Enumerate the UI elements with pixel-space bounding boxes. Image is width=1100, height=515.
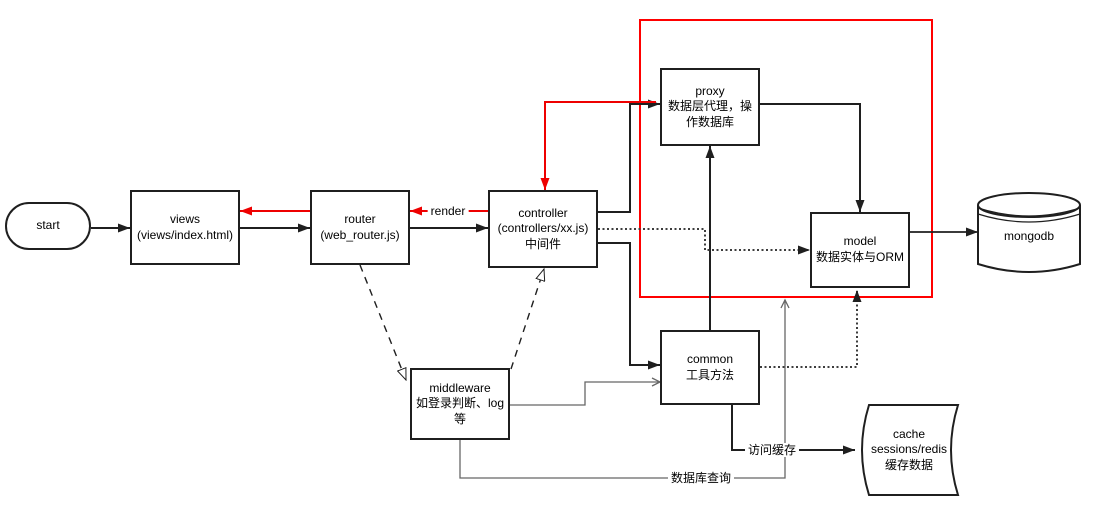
data-layer-highlight-box: [639, 19, 933, 298]
edge-label-render: render: [427, 204, 469, 218]
edge-label-db-query: 数据库查询: [667, 471, 735, 485]
edge-controller-to-common: [598, 242, 660, 370]
node-cache-label: cache sessions/redis 缓存数据: [870, 426, 948, 472]
node-mongodb-label: mongodb: [1003, 229, 1055, 244]
node-middleware: middleware 如登录判断、log 等: [410, 368, 510, 440]
mongodb-shape: [977, 192, 1081, 273]
edge-proxy-to-model: [760, 103, 865, 212]
node-views: views (views/index.html): [130, 190, 240, 265]
edge-controller-to-proxy: [598, 99, 660, 213]
node-start: start: [5, 202, 91, 250]
edge-router-to-middleware-dashed: [359, 264, 407, 380]
edge-common-to-cache: [731, 405, 855, 455]
node-controller: controller (controllers/xx.js) 中间件: [488, 190, 598, 268]
edge-middleware-db-query-thin: [459, 298, 790, 479]
edge-controller-to-model-dotted: [598, 228, 810, 255]
edge-proxy-to-controller-red: [540, 101, 656, 190]
cache-shape: [861, 404, 960, 496]
edge-middleware-to-controller-dashed: [510, 269, 544, 370]
node-common: common 工具方法: [660, 330, 760, 405]
edge-common-to-model-dotted: [760, 290, 862, 368]
node-proxy: proxy 数据层代理，操 作数据库: [660, 68, 760, 146]
node-model: model 数据实体与ORM: [810, 212, 910, 288]
edge-label-access-cache: 访问缓存: [744, 443, 800, 457]
edge-middleware-to-common-thin: [510, 377, 662, 406]
node-router: router (web_router.js): [310, 190, 410, 265]
